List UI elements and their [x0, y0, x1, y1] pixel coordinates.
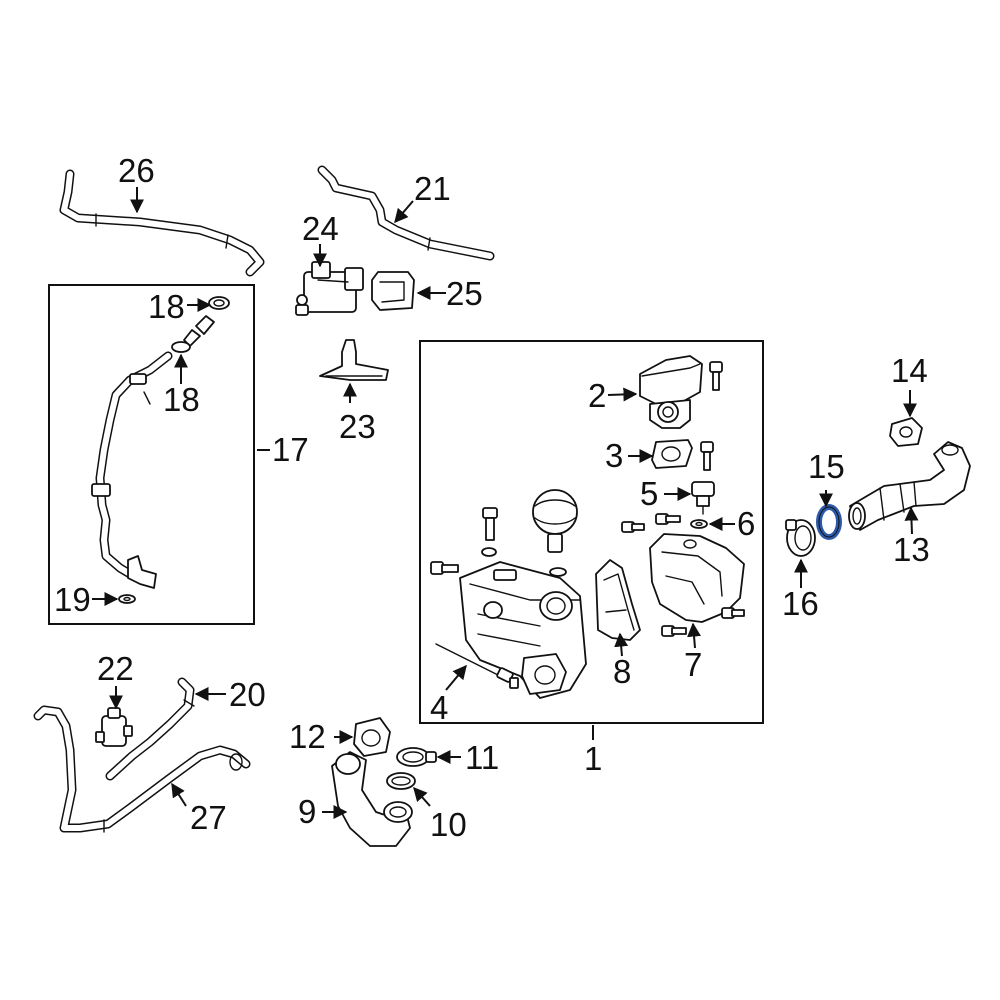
part-22-control-valve[interactable]: [95, 707, 133, 747]
callout-14: 14: [891, 352, 928, 389]
part-24-solenoid-valve[interactable]: [295, 261, 364, 316]
part-19-washer[interactable]: [118, 594, 136, 604]
part-7-bolt-a[interactable]: [661, 625, 687, 637]
part-2-egr-valve[interactable]: [639, 355, 703, 429]
callout-26: 26: [118, 152, 155, 189]
callout-19: 19: [54, 581, 91, 618]
callout-7: 7: [684, 646, 702, 683]
part-26-coolant-hose[interactable]: [59, 169, 265, 277]
part-18-clamp-lower[interactable]: [171, 341, 191, 353]
part-18-hose-sleeve[interactable]: [183, 315, 215, 347]
part-1-bolt-left[interactable]: [430, 561, 459, 575]
part-1-egr-cooler[interactable]: [459, 561, 587, 699]
callout-12: 12: [289, 718, 326, 755]
part-7-bracket[interactable]: [649, 533, 745, 623]
callout-2: 2: [588, 377, 606, 414]
part-14-gasket[interactable]: [889, 417, 923, 447]
callout-1: 1: [584, 740, 602, 777]
part-17-coolant-pipe[interactable]: [91, 351, 173, 589]
callout-16: 16: [782, 585, 819, 622]
part-6-bolt-a[interactable]: [621, 521, 645, 533]
callout-17: 17: [272, 431, 309, 468]
hose-assembly-frame: [48, 284, 255, 625]
part-27-lower-hose[interactable]: [33, 705, 251, 833]
part-6-bolt-b[interactable]: [655, 513, 681, 525]
callout-21: 21: [414, 170, 451, 207]
callout-3: 3: [605, 437, 623, 474]
leader-lines: [92, 187, 919, 819]
callout-18-lower: 18: [163, 381, 200, 418]
callout-9: 9: [298, 793, 316, 830]
part-6-washer[interactable]: [690, 519, 708, 529]
part-15-seal-ring[interactable]: [816, 504, 842, 540]
callout-24: 24: [302, 210, 339, 247]
part-16-clamp[interactable]: [785, 519, 816, 557]
part-23-mounting-bracket[interactable]: [319, 339, 389, 381]
part-11-band-clamp[interactable]: [396, 747, 437, 767]
callout-23: 23: [339, 408, 376, 445]
part-2-bolt[interactable]: [709, 361, 723, 391]
callout-20: 20: [229, 676, 266, 713]
part-4-temperature-sensor[interactable]: [435, 643, 519, 689]
part-25-valve-bracket[interactable]: [371, 271, 415, 311]
callout-8: 8: [613, 653, 631, 690]
part-9-exhaust-elbow[interactable]: [331, 751, 413, 847]
callout-11: 11: [465, 739, 499, 776]
part-12-flange-gasket[interactable]: [353, 717, 391, 757]
callout-numbers: 1 2 3 4 5 6 7 8 9 10 11 12 13 14 15 16 1…: [54, 152, 930, 843]
callout-13: 13: [893, 531, 930, 568]
part-7-bolt-b[interactable]: [721, 607, 745, 619]
callout-22: 22: [97, 650, 134, 687]
egr-assembly-frame: [419, 340, 764, 724]
callout-4: 4: [430, 689, 448, 726]
callout-6: 6: [737, 505, 755, 542]
part-3-bolt[interactable]: [700, 441, 714, 471]
part-20-vacuum-hose[interactable]: [105, 677, 195, 781]
part-18-clamp-upper[interactable]: [208, 296, 230, 310]
part-8-heat-shield[interactable]: [595, 559, 641, 641]
part-21-vacuum-line[interactable]: [317, 165, 495, 261]
callout-10: 10: [430, 806, 467, 843]
part-13-exhaust-pipe[interactable]: [848, 441, 971, 531]
part-3-gasket[interactable]: [651, 439, 693, 469]
callout-25: 25: [446, 275, 483, 312]
callout-5: 5: [640, 475, 658, 512]
callout-18-upper: 18: [148, 288, 185, 325]
part-10-gasket-ring[interactable]: [386, 772, 416, 790]
part-1-vacuum-actuator[interactable]: [532, 489, 578, 577]
callout-27: 27: [190, 799, 227, 836]
callout-15: 15: [808, 448, 845, 485]
part-1-bolt-top[interactable]: [481, 507, 498, 557]
part-5-sensor[interactable]: [691, 481, 715, 515]
